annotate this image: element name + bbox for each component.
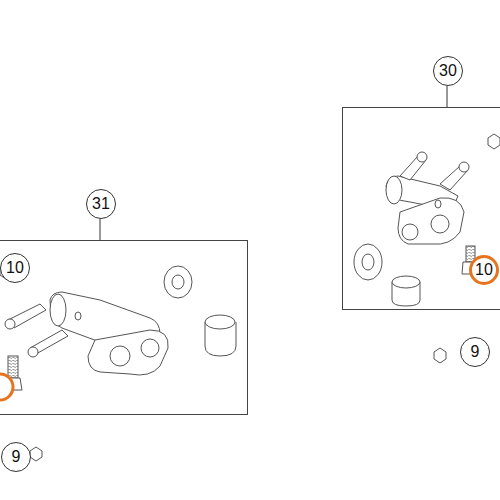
hex-nut bbox=[434, 348, 446, 363]
leader-line bbox=[100, 219, 101, 240]
callout-number: 9 bbox=[1, 442, 31, 472]
callout-ring bbox=[0, 374, 13, 400]
hex-nut bbox=[30, 447, 42, 461]
callout-number: 9 bbox=[460, 337, 490, 367]
callout-number: 31 bbox=[86, 189, 116, 219]
callout-number: 10 bbox=[0, 253, 30, 283]
rocker-arm bbox=[0, 264, 236, 390]
assembly-frame: 31 bbox=[0, 240, 248, 415]
rocker-arm bbox=[354, 134, 500, 306]
callout-number: 30 bbox=[433, 56, 463, 86]
callout-number: 10 bbox=[469, 255, 499, 285]
leader-line bbox=[447, 86, 448, 107]
